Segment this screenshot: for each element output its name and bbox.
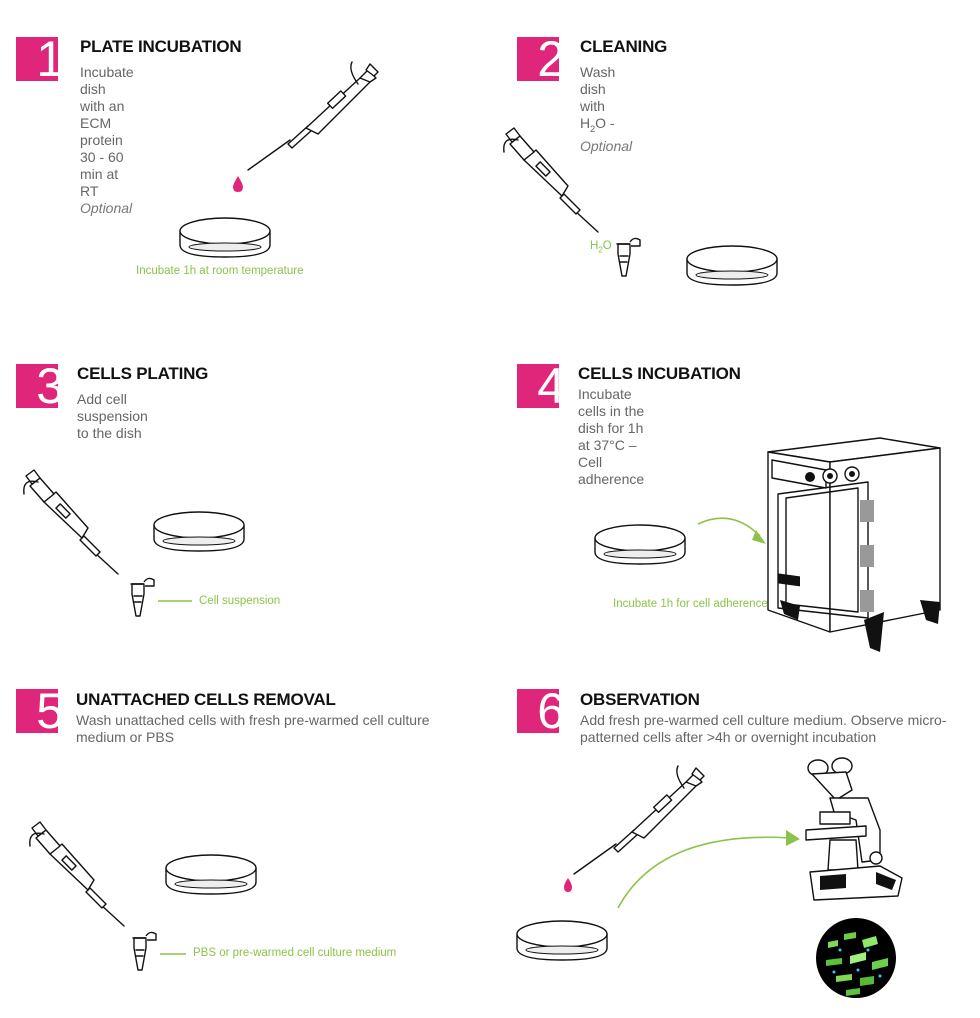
pipette-icon — [574, 766, 704, 874]
microscope-icon — [806, 758, 902, 900]
arrow-icon — [618, 837, 790, 908]
fluorescence-image — [816, 918, 896, 998]
petri-dish-icon — [517, 921, 607, 960]
drop-icon — [564, 878, 572, 892]
